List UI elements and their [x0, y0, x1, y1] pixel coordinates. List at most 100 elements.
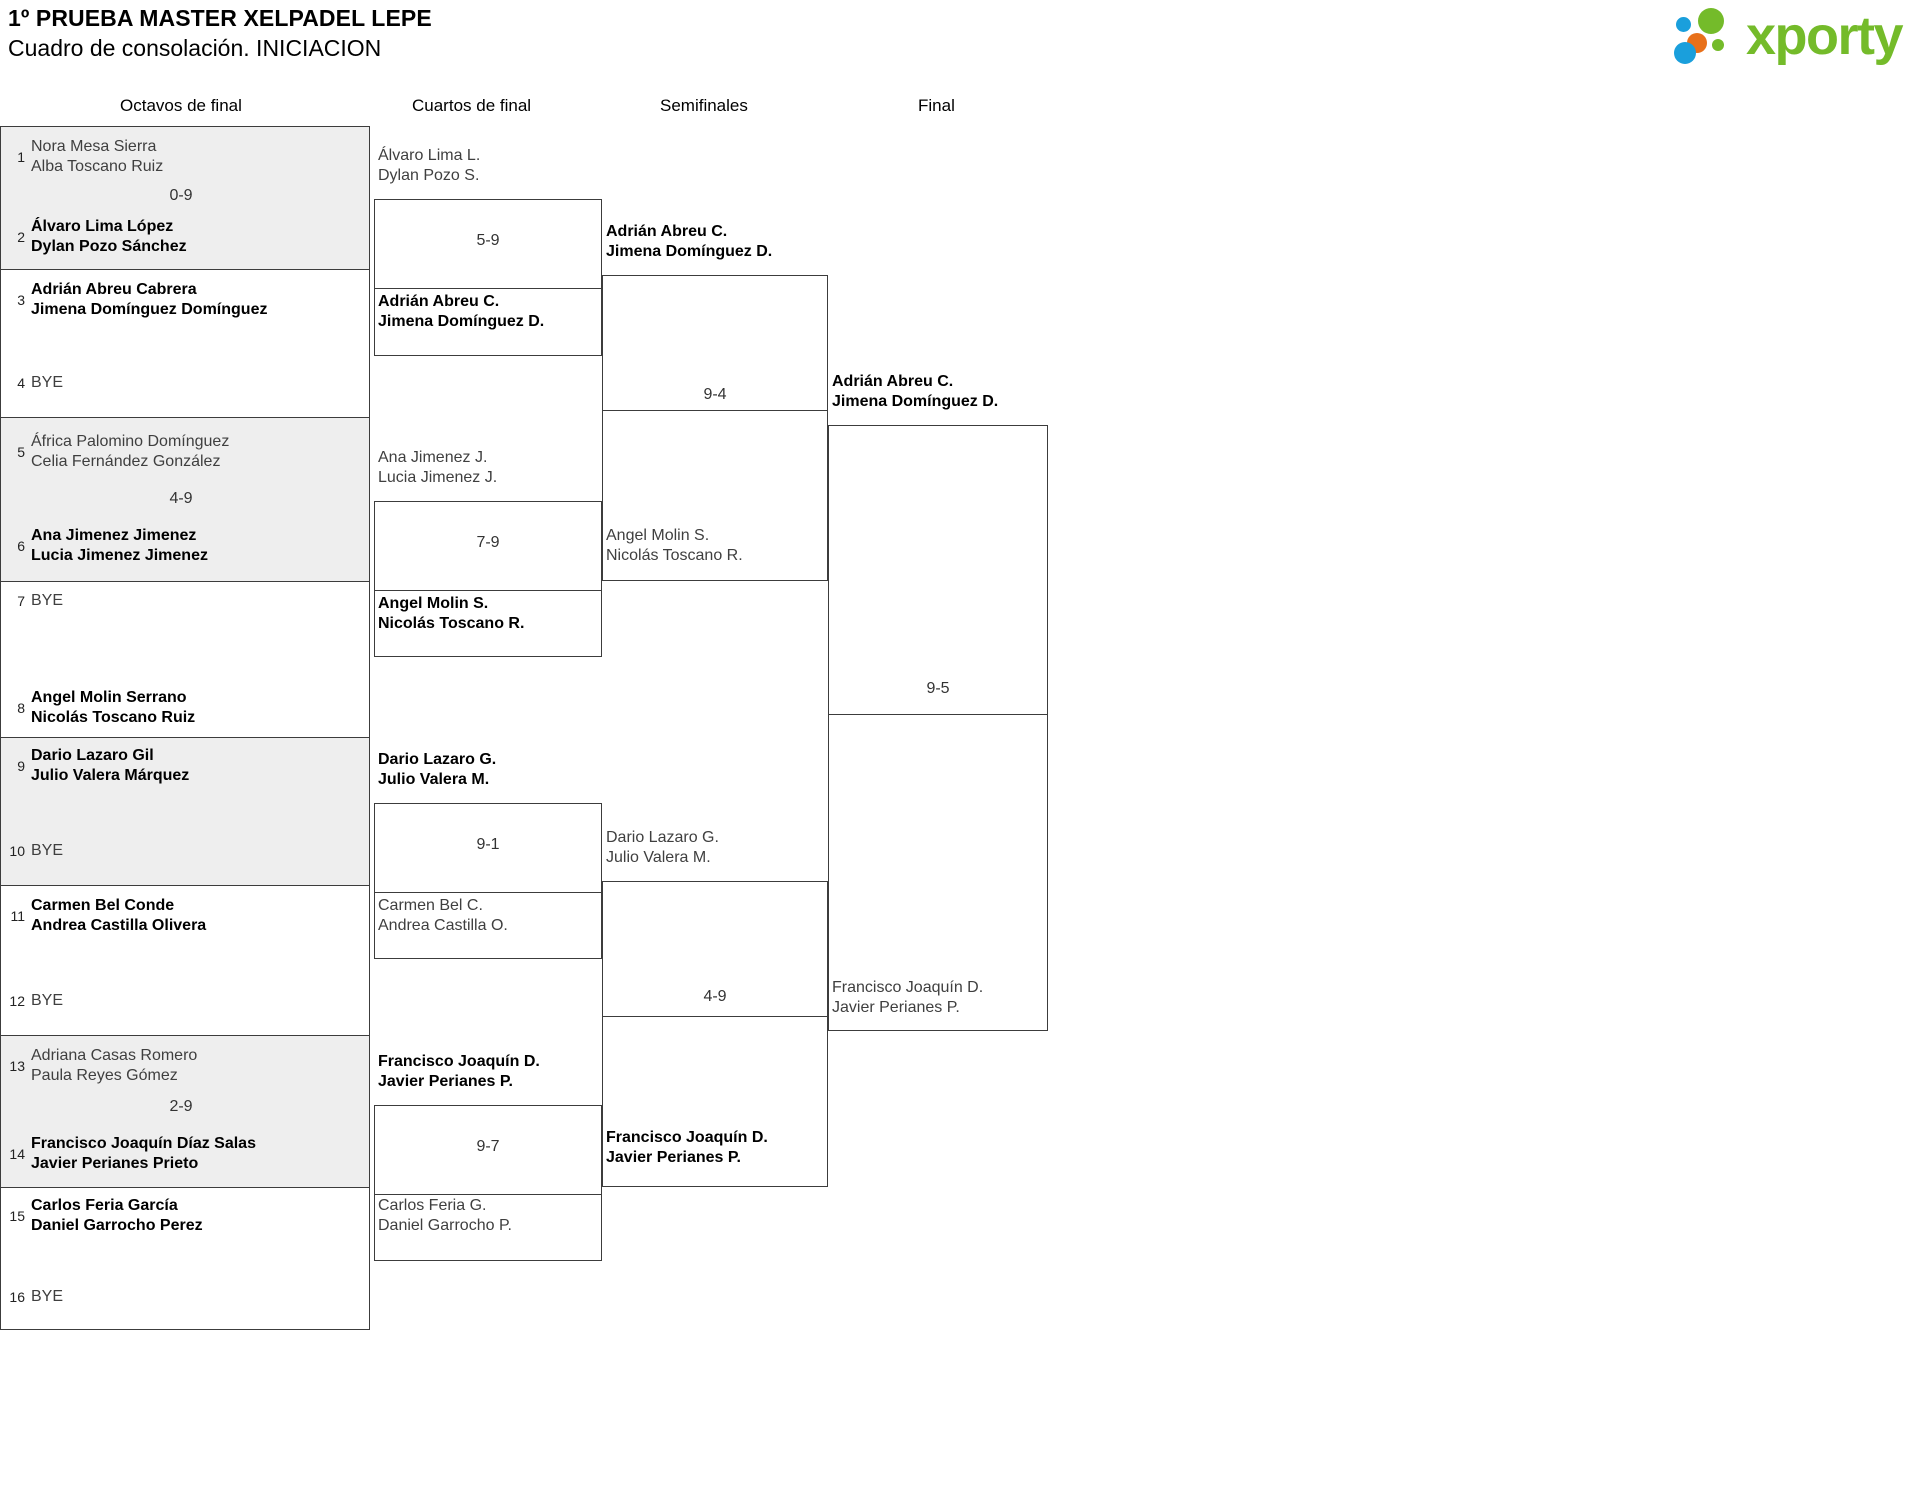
r1-score-3: 4-9 [169, 490, 193, 507]
round-header-octavos: Octavos de final [120, 96, 242, 115]
player-names: BYE [31, 592, 64, 610]
r4-entry-runnerup: Francisco Joaquín D.Javier Perianes P. [832, 979, 984, 1016]
r3-box-1-lower [602, 411, 828, 581]
seed-number: 9 [17, 758, 25, 774]
r2-entry-1-top: Álvaro Lima L.Dylan Pozo S. [378, 147, 481, 184]
r4-score: 9-5 [926, 680, 950, 697]
r2-entry-2-top: Ana Jimenez J.Lucia Jimenez J. [378, 449, 498, 486]
r2-entry-1-bottom: Adrián Abreu C.Jimena Domínguez D. [378, 293, 545, 330]
r2-score-3: 9-1 [476, 836, 500, 853]
r2-box-2[interactable] [374, 501, 602, 591]
player-names: BYE [31, 842, 64, 860]
r2-box-4-lower [374, 1195, 602, 1261]
r1-slot-7[interactable]: 7 BYE [1, 588, 369, 614]
r3-box-1[interactable] [602, 275, 828, 411]
bracket-subtitle: Cuadro de consolación. INICIACION [8, 34, 382, 61]
page-title: 1º PRUEBA MASTER XELPADEL LEPE Cuadro de… [8, 4, 432, 64]
r3-score-2: 4-9 [703, 988, 727, 1005]
player-names: BYE [31, 1288, 64, 1306]
r2-box-1[interactable] [374, 199, 602, 289]
round-header-final: Final [918, 96, 955, 115]
seed-number: 1 [17, 149, 25, 165]
r1-slot-16[interactable]: 16 BYE [1, 1284, 369, 1310]
seed-number: 5 [17, 444, 25, 460]
seed-number: 4 [17, 375, 25, 391]
r3-box-2-lower [602, 1017, 828, 1187]
player-names: BYE [31, 374, 64, 392]
seed-number: 2 [17, 229, 25, 245]
r2-box-2-lower [374, 591, 602, 657]
r3-entry-1-top: Adrián Abreu C.Jimena Domínguez D. [606, 223, 773, 260]
r2-box-4[interactable] [374, 1105, 602, 1195]
seed-number: 8 [17, 700, 25, 716]
logo-dots-icon [1673, 8, 1736, 64]
seed-number: 10 [9, 843, 25, 859]
r4-box-lower [828, 715, 1048, 1031]
seed-number: 3 [17, 292, 25, 308]
r3-score-1: 9-4 [703, 386, 727, 403]
r2-score-2: 7-9 [476, 534, 500, 551]
r2-box-3[interactable] [374, 803, 602, 893]
r2-entry-4-top: Francisco Joaquín D.Javier Perianes P. [378, 1053, 540, 1090]
logo-wordmark: xporty [1745, 6, 1904, 66]
r2-entry-4-bottom: Carlos Feria G.Daniel Garrocho P. [378, 1197, 512, 1234]
r2-score-1: 5-9 [476, 232, 500, 249]
r1-slot-10[interactable]: 10 BYE [1, 838, 369, 864]
r3-entry-2-bottom: Francisco Joaquín D.Javier Perianes P. [606, 1129, 768, 1166]
player-names: BYE [31, 992, 64, 1010]
r1-score-7: 2-9 [169, 1098, 193, 1115]
r3-entry-2-top: Dario Lazaro G.Julio Valera M. [606, 829, 719, 866]
r2-entry-3-top: Dario Lazaro G.Julio Valera M. [378, 751, 497, 788]
seed-number: 13 [9, 1058, 25, 1074]
r1-slot-12[interactable]: 12 BYE [1, 988, 369, 1014]
round-header-semifinales: Semifinales [660, 96, 748, 115]
r4-box[interactable] [828, 425, 1048, 715]
r2-entry-3-bottom: Carmen Bel C.Andrea Castilla O. [378, 897, 508, 934]
seed-number: 6 [17, 538, 25, 554]
seed-number: 16 [9, 1289, 25, 1305]
r3-entry-1-bottom: Angel Molin S.Nicolás Toscano R. [606, 527, 743, 564]
r2-score-4: 9-7 [476, 1138, 500, 1155]
r4-entry-champion: Adrián Abreu C.Jimena Domínguez D. [832, 373, 999, 410]
tournament-name: 1º PRUEBA MASTER XELPADEL LEPE [8, 5, 432, 31]
r1-score-1: 0-9 [169, 187, 193, 204]
seed-number: 11 [10, 908, 25, 924]
r2-box-1-lower [374, 289, 602, 356]
seed-number: 15 [9, 1208, 25, 1224]
r1-slot-4[interactable]: 4 BYE [1, 370, 369, 396]
seed-number: 7 [17, 593, 25, 609]
seed-number: 14 [9, 1146, 25, 1162]
r3-box-2[interactable] [602, 881, 828, 1017]
r2-box-3-lower [374, 893, 602, 959]
xporty-logo: xporty [1673, 6, 1904, 66]
